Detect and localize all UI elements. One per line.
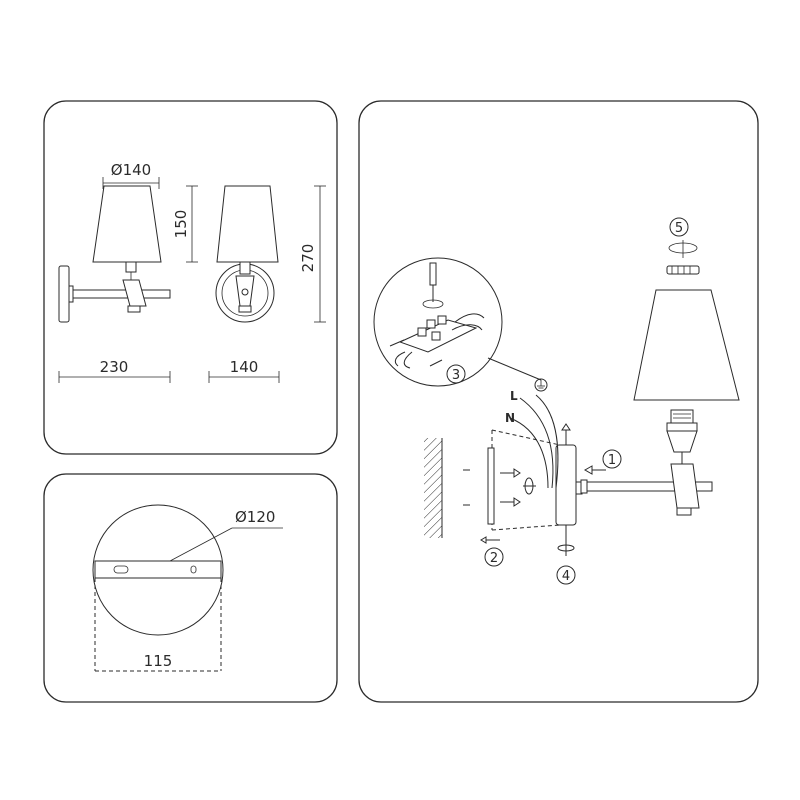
shade-height-label: 150 xyxy=(172,210,190,239)
terminal-detail xyxy=(373,257,542,387)
shade-diameter-dimension: Ø140 xyxy=(102,161,160,189)
ring-nut xyxy=(666,240,700,275)
step-4-marker: 4 xyxy=(556,565,576,585)
mount-spacing-label: 115 xyxy=(144,652,173,670)
lamp-arm xyxy=(580,479,713,494)
plate-diameter-label: Ø120 xyxy=(235,508,275,526)
step-1-arrow xyxy=(583,465,606,475)
step-3-label: 3 xyxy=(452,368,460,383)
wall-plate-panel: Ø120 115 xyxy=(43,473,338,703)
mounting-bracket xyxy=(487,429,561,531)
front-width-label: 140 xyxy=(230,358,259,376)
installation-panel: L N xyxy=(358,100,759,703)
step-5-marker: 5 xyxy=(669,217,689,237)
wall-section xyxy=(424,438,470,538)
front-width-dimension: 140 xyxy=(208,358,280,383)
step-3-marker: 3 xyxy=(446,364,466,384)
dimensions-panel: Ø140 150 270 xyxy=(43,100,338,455)
step-5-label: 5 xyxy=(675,221,683,236)
step-1-marker: 1 xyxy=(602,449,622,469)
lamp-shade xyxy=(633,289,740,401)
step-2-marker: 2 xyxy=(480,536,504,567)
shade-height-dimension: 150 xyxy=(172,185,198,263)
lamp-holder xyxy=(666,409,700,516)
step-4-label: 4 xyxy=(562,569,570,584)
side-view-lamp xyxy=(58,185,171,323)
total-height-label: 270 xyxy=(299,244,317,273)
canopy xyxy=(555,423,583,556)
step-2-label: 2 xyxy=(490,551,498,566)
projection-dimension: 230 xyxy=(58,358,171,383)
step-1-label: 1 xyxy=(608,453,616,468)
mounting-bar xyxy=(94,560,222,579)
total-height-dimension: 270 xyxy=(299,185,326,323)
projection-label: 230 xyxy=(100,358,129,376)
supply-wires: L N xyxy=(505,378,559,489)
live-wire-label: L xyxy=(510,389,518,403)
front-view-lamp xyxy=(215,185,279,323)
neutral-wire-label: N xyxy=(505,411,515,425)
shade-diameter-label: Ø140 xyxy=(111,161,151,179)
